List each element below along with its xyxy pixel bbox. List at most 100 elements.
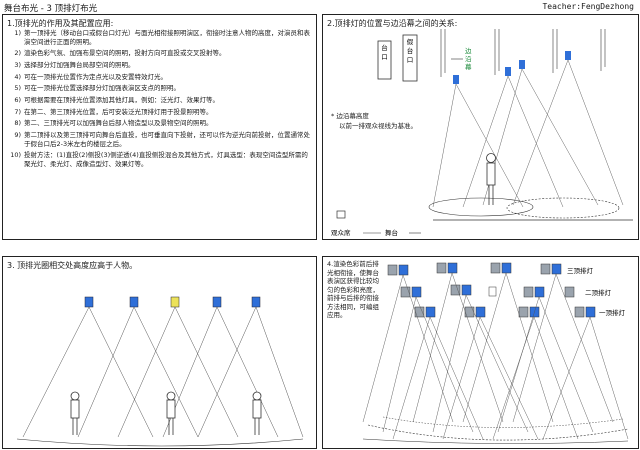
panel2-title: 2.顶排灯的位置与边沿幕之间的关系:	[327, 19, 458, 28]
lamp-icon	[414, 306, 425, 318]
lamp-icon	[518, 306, 529, 318]
lamp-icon	[574, 306, 585, 318]
item-text: 渲染色彩气氛、加强布景空间的照明，投射方向可直投或交叉投射等。	[24, 49, 226, 58]
item-number: 4)	[14, 72, 21, 81]
item-number: 5)	[14, 84, 21, 93]
item-number: 10)	[10, 151, 21, 160]
lamp-icon	[251, 296, 261, 308]
ceiling-lamps	[453, 51, 571, 84]
lamp-icon	[551, 263, 562, 275]
note-title: * 边沿幕高度	[331, 112, 369, 120]
audience-lamp-icon	[336, 210, 346, 219]
function-item: 2)渲染色彩气氛、加强布景空间的照明，投射方向可直投或交叉投射等。	[7, 49, 313, 58]
item-text: 可在一顶排光位置作为定点光以及安置特效灯光。	[24, 72, 167, 81]
item-number: 1)	[14, 29, 21, 37]
light-beams	[362, 272, 629, 440]
lamp-icon	[464, 306, 475, 318]
item-number: 2)	[14, 49, 21, 58]
item-text: 在第二、第三顶排光位置，后可安装泛光顶排灯用于投景照明等。	[24, 107, 213, 116]
light-beams	[22, 306, 304, 438]
function-item: 5)可在一顶排光位置选择部分灯加强表演区支点的照明。	[7, 84, 313, 93]
lamp-icon	[84, 296, 94, 308]
item-number: 3)	[14, 60, 21, 69]
lamp-icon	[450, 284, 461, 296]
function-item: 6)可根据需要在顶排光位置添加其他灯具，例如：泛光灯、效果灯等。	[7, 96, 313, 105]
item-text: 可根据需要在顶排光位置添加其他灯具，例如：泛光灯、效果灯等。	[24, 95, 219, 104]
lamp-icon	[505, 67, 511, 76]
label-first-batten: 一顶排灯	[599, 308, 626, 317]
lamp-icon	[212, 296, 222, 308]
function-item: 7)在第二、第三顶排光位置，后可安装泛光顶排灯用于投景照明等。	[7, 108, 313, 117]
lamp-icon	[170, 296, 180, 308]
lamp-icon	[475, 306, 486, 318]
border-curtains	[440, 29, 606, 77]
proscenium-box	[377, 40, 392, 80]
panel-beam-overlap: 3. 顶排光圈相交处高度应高于人物。	[2, 256, 317, 449]
actor-figure	[486, 153, 496, 205]
lamp-icon	[398, 264, 409, 276]
overlap-diagram	[16, 296, 304, 447]
lamp-icon	[425, 306, 436, 318]
label-second-batten: 二顶排灯	[585, 288, 612, 297]
lamp-icon	[534, 286, 545, 298]
lamp-icon	[490, 262, 501, 274]
item-text: 第二顶排以及第三顶排可向舞台后直投，也可垂直向下投射，还可以作为逆光向前投射，位…	[24, 131, 310, 148]
lamp-icon	[564, 286, 575, 298]
item-number: 6)	[14, 95, 21, 104]
function-item: 10)投射方法：(1)直投(2)侧投(3)侧逆透(4)直投侧投混合及其他方式，灯…	[7, 151, 313, 168]
edge-curtain-note: * 边沿幕高度 以前一排观众视线为基准。	[331, 111, 417, 131]
teacher-label: Teacher:FengDezhong	[542, 2, 634, 11]
function-item: 3)选择部分灯加强舞台局部空间的照明。	[7, 61, 313, 70]
function-item: 1)第一顶排光（移动台口或假台口灯光）与面光相衔接照明演区，衔接时注意人物的高度…	[7, 29, 313, 46]
panel-position: 2.顶排灯的位置与边沿幕之间的关系: 台口 假台口 边沿幕	[322, 14, 639, 240]
function-list: 1)第一顶排光（移动台口或假台口灯光）与面光相衔接照明演区，衔接时注意人物的高度…	[7, 29, 313, 171]
lamp-icon	[488, 286, 497, 297]
second-batten-lamps	[400, 284, 575, 298]
lamp-icon	[436, 262, 447, 274]
function-item: 9)第二顶排以及第三顶排可向舞台后直投，也可垂直向下投射，还可以作为逆光向前投射…	[7, 131, 313, 148]
label-viewer: 观众席	[331, 228, 351, 237]
panel-color-wash: 4.渲染色彩前后排光相衔接，使舞台表演区获得比较均匀的色彩和亮度，前排与后排的衔…	[322, 256, 639, 449]
panel-functions: 1.顶排光的作用及其配置应用: 1)第一顶排光（移动台口或假台口灯光）与面光相衔…	[2, 14, 317, 240]
item-text: 投射方法：(1)直投(2)侧投(3)侧逆透(4)直投侧投混合及其他方式，灯具选型…	[24, 151, 308, 168]
lamp-icon	[501, 262, 512, 274]
item-number: 9)	[14, 131, 21, 139]
panel1-title: 1.顶排光的作用及其配置应用:	[7, 19, 114, 28]
lamp-icon	[519, 60, 525, 69]
lamp-icon	[387, 264, 398, 276]
position-diagram: 台口 假台口 边沿幕	[331, 29, 633, 237]
function-item: 8)第二、三顶排光可以加强舞台后部人物造型以及景物空间的照明。	[7, 119, 313, 128]
function-item: 4)可在一顶排光位置作为定点光以及安置特效灯光。	[7, 73, 313, 82]
panel3-title: 3. 顶排光圈相交处高度应高于人物。	[7, 261, 138, 270]
lamp-icon	[540, 263, 551, 275]
wash-diagram: 三顶排灯 二顶排灯 一顶排灯	[362, 262, 629, 444]
panel4-note: 4.渲染色彩前后排光相衔接，使舞台表演区获得比较均匀的色彩和亮度，前排与后排的衔…	[327, 260, 379, 319]
lamp-icon	[523, 286, 534, 298]
light-beams	[432, 59, 624, 208]
page-header: 舞台布光 - 3 顶排灯布光 Teacher:FengDezhong	[0, 0, 640, 14]
lamp-icon	[453, 75, 459, 84]
label-taikou: 台口	[381, 43, 388, 61]
item-text: 第一顶排光（移动台口或假台口灯光）与面光相衔接照明演区，衔接时注意人物的高度，对…	[24, 29, 310, 46]
label-stage: 舞台	[385, 228, 398, 237]
label-bianyanmu: 边沿幕	[465, 47, 472, 71]
lamp-icon	[565, 51, 571, 60]
third-batten-lamps	[387, 262, 562, 276]
item-number: 7)	[14, 107, 21, 116]
page-title: 舞台布光 - 3 顶排灯布光	[4, 4, 98, 14]
lamp-icon	[585, 306, 596, 318]
note-body: 以前一排观众视线为基准。	[339, 122, 417, 130]
lamp-icon	[411, 286, 422, 298]
item-number: 8)	[14, 119, 21, 128]
lamp-icon	[129, 296, 139, 308]
label-third-batten: 三顶排灯	[567, 266, 594, 275]
lamp-icon	[461, 284, 472, 296]
actor-figures	[70, 391, 262, 435]
lamp-icon	[400, 286, 411, 298]
item-text: 选择部分灯加强舞台局部空间的照明。	[24, 60, 135, 69]
lamp-icon	[447, 262, 458, 274]
item-text: 可在一顶排光位置选择部分灯加强表演区支点的照明。	[24, 84, 180, 93]
label-jiataikou: 假台口	[407, 37, 414, 64]
batten-lamps	[84, 296, 261, 308]
item-text: 第二、三顶排光可以加强舞台后部人物造型以及景物空间的照明。	[24, 119, 213, 128]
